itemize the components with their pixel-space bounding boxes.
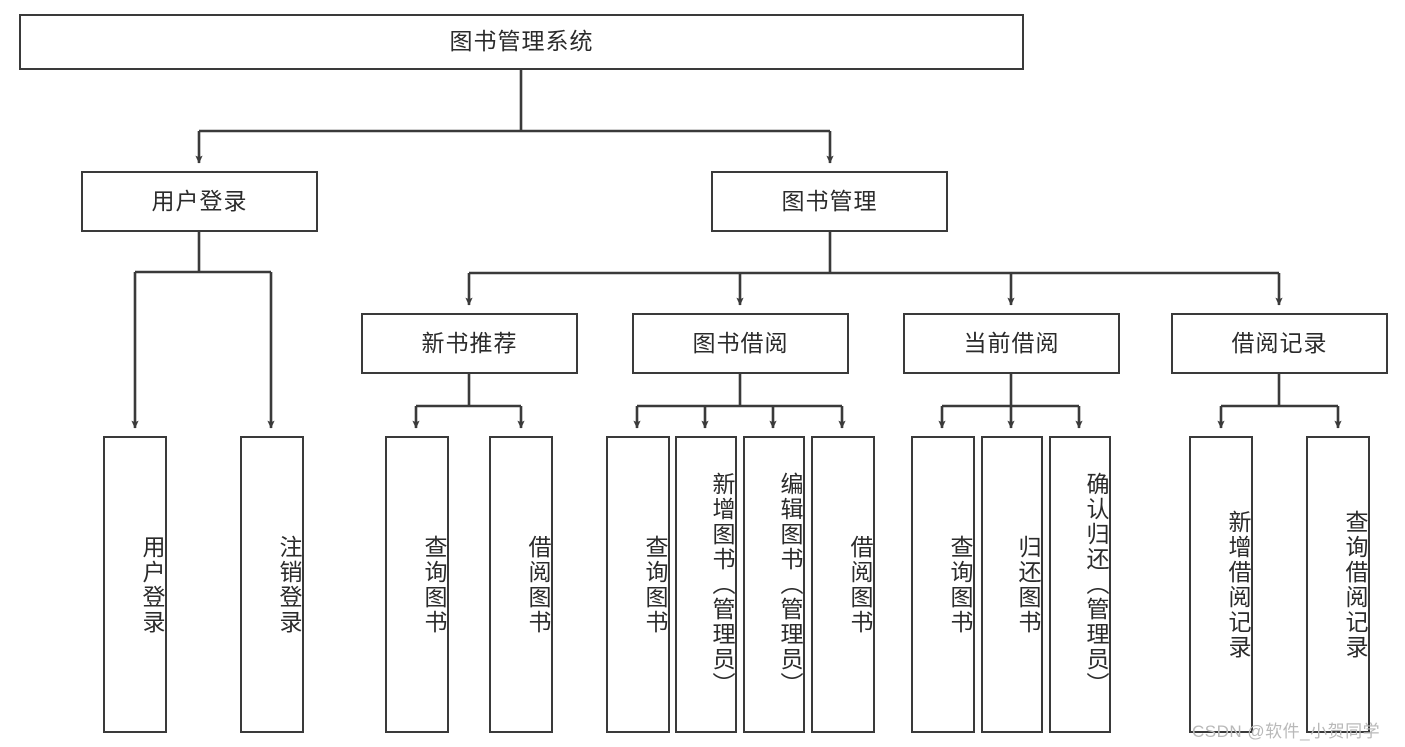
leaf-label: 查询图书 — [642, 534, 668, 635]
node-root[interactable]: 图书管理系统 — [19, 14, 1024, 70]
leaf-label: 新增借阅记录 — [1225, 509, 1251, 660]
leaf-borrow-query[interactable]: 查询图书 — [606, 436, 670, 733]
leaf-user-login-logout[interactable]: 注销登录 — [240, 436, 304, 733]
csdn-watermark: CSDN @软件_小贺同学 — [1192, 722, 1381, 741]
leaf-borrow-borrow-book[interactable]: 借阅图书 — [811, 436, 875, 733]
leaf-record-add[interactable]: 新增借阅记录 — [1189, 436, 1253, 733]
leaf-borrow-edit-book[interactable]: 编辑图书（管理员） — [743, 436, 805, 733]
leaf-new-book-borrow[interactable]: 借阅图书 — [489, 436, 553, 733]
leaf-label: 归还图书 — [1015, 534, 1041, 635]
leaf-label: 查询借阅记录 — [1342, 509, 1368, 660]
leaf-current-return[interactable]: 归还图书 — [981, 436, 1043, 733]
leaf-label: 确认归还（管理员） — [1083, 472, 1109, 697]
node-book-borrow[interactable]: 图书借阅 — [632, 313, 849, 374]
leaf-label: 编辑图书（管理员） — [777, 472, 803, 697]
leaf-new-book-query[interactable]: 查询图书 — [385, 436, 449, 733]
node-current-borrow[interactable]: 当前借阅 — [903, 313, 1120, 374]
leaf-current-query[interactable]: 查询图书 — [911, 436, 975, 733]
leaf-label: 新增图书（管理员） — [709, 472, 735, 697]
node-book-management[interactable]: 图书管理 — [711, 171, 948, 232]
leaf-label: 用户登录 — [139, 534, 165, 635]
leaf-current-confirm-return[interactable]: 确认归还（管理员） — [1049, 436, 1111, 733]
leaf-user-login-login[interactable]: 用户登录 — [103, 436, 167, 733]
node-user-login[interactable]: 用户登录 — [81, 171, 318, 232]
leaf-label: 借阅图书 — [525, 534, 551, 635]
leaf-borrow-add-book[interactable]: 新增图书（管理员） — [675, 436, 737, 733]
leaf-label: 查询图书 — [421, 534, 447, 635]
leaf-label: 查询图书 — [947, 534, 973, 635]
leaf-label: 注销登录 — [276, 534, 302, 635]
node-borrow-record[interactable]: 借阅记录 — [1171, 313, 1388, 374]
leaf-record-query[interactable]: 查询借阅记录 — [1306, 436, 1370, 733]
node-new-book-recommend[interactable]: 新书推荐 — [361, 313, 578, 374]
leaf-label: 借阅图书 — [847, 534, 873, 635]
